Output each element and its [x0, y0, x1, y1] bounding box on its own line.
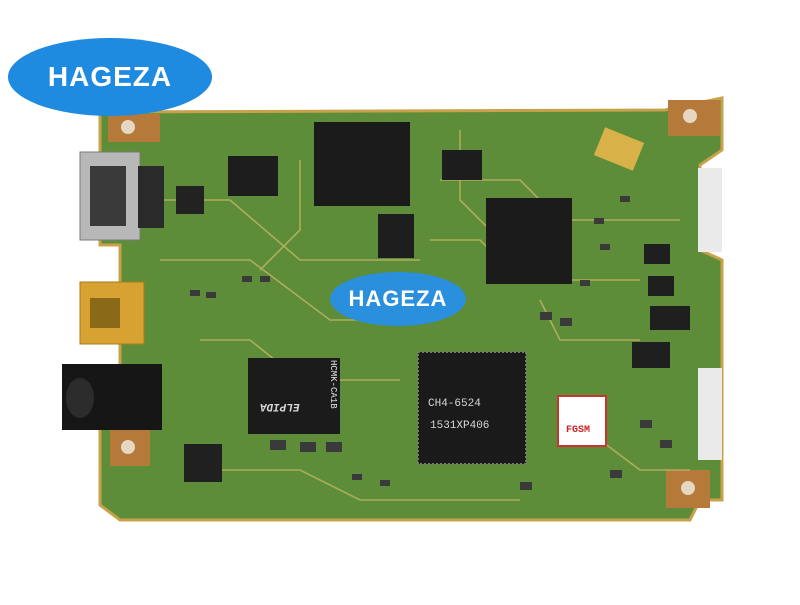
chip — [184, 444, 222, 482]
mount-hole — [681, 481, 695, 495]
smd-components — [190, 196, 672, 490]
mount-hole — [121, 440, 135, 454]
chip — [248, 358, 340, 434]
chip — [486, 198, 572, 284]
usb-port — [90, 298, 120, 328]
mount-hole — [121, 120, 135, 134]
chip — [442, 150, 482, 180]
chip — [378, 214, 414, 258]
side-connector — [698, 368, 722, 460]
chip — [648, 276, 674, 296]
watermark-badge-center: HAGEZA — [330, 272, 466, 326]
hdmi-port — [90, 166, 126, 226]
chip — [314, 122, 410, 206]
main-chip-text-1: CH4-6524 — [428, 398, 481, 410]
elpida-text: ELPIDA — [260, 400, 300, 412]
chip — [176, 186, 204, 214]
chip-main — [417, 351, 527, 465]
main-chip-text-2: 1531XP406 — [430, 420, 490, 432]
chip — [644, 244, 670, 264]
chip — [228, 156, 278, 196]
watermark-badge-top: HAGEZA — [8, 38, 212, 116]
crystal — [593, 127, 645, 171]
audio-jack-hole — [66, 378, 94, 418]
connector-pins — [138, 166, 164, 228]
silkscreen-label: HCMK-CA1B — [328, 360, 338, 409]
chip — [632, 342, 670, 368]
label-sticker — [557, 395, 607, 447]
mount-hole — [683, 109, 697, 123]
sticker-text: FGSM — [566, 425, 591, 436]
chip — [650, 306, 690, 330]
side-connector — [698, 168, 722, 252]
